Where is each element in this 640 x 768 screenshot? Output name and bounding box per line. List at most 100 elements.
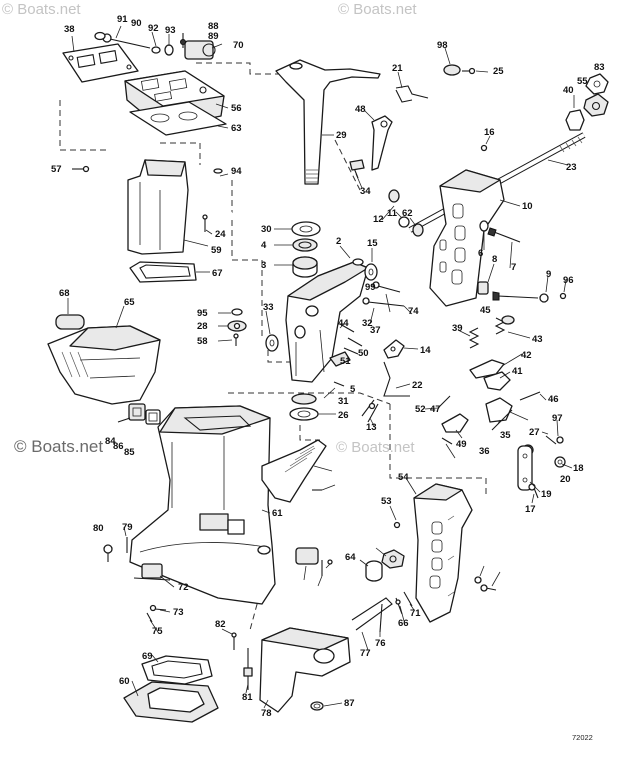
- callout-47: 47: [430, 404, 441, 415]
- callout-33: 33: [263, 302, 274, 313]
- callout-32: 32: [362, 318, 373, 329]
- diagram-code: 72022: [572, 733, 593, 742]
- callout-42: 42: [521, 350, 532, 361]
- stern-bracket-assembly: [362, 132, 586, 307]
- callout-72: 72: [178, 582, 189, 593]
- callout-23: 23: [566, 162, 577, 173]
- callout-3: 3: [261, 260, 266, 271]
- callout-12: 12: [373, 214, 384, 225]
- callout-65: 65: [124, 297, 135, 308]
- callout-19: 19: [541, 489, 552, 500]
- callout-96: 96: [563, 275, 574, 286]
- callout-20: 20: [560, 474, 571, 485]
- callout-6: 6: [478, 248, 483, 259]
- callout-83: 83: [594, 62, 605, 73]
- callout-36: 36: [479, 446, 490, 457]
- callout-55: 55: [577, 76, 588, 87]
- lower-parts: [123, 627, 351, 723]
- callout-66: 66: [398, 618, 409, 629]
- callout-51: 51: [340, 356, 351, 367]
- callout-15: 15: [367, 238, 378, 249]
- callout-87: 87: [344, 698, 355, 709]
- callout-86: 86: [113, 441, 124, 452]
- callout-68: 68: [59, 288, 70, 299]
- callout-44: 44: [338, 318, 349, 329]
- callout-71: 71: [410, 608, 421, 619]
- callout-99: 99: [365, 282, 376, 293]
- callout-40: 40: [563, 85, 574, 96]
- callout-57: 57: [51, 164, 62, 175]
- callout-13: 13: [366, 422, 377, 433]
- callout-73: 73: [173, 607, 184, 618]
- callout-21: 21: [392, 63, 403, 74]
- callout-26: 26: [338, 410, 349, 421]
- callout-54: 54: [398, 472, 409, 483]
- callout-22: 22: [412, 380, 423, 391]
- callout-93: 93: [165, 25, 176, 36]
- callout-56: 56: [231, 103, 242, 114]
- callout-14: 14: [420, 345, 431, 356]
- callout-53: 53: [381, 496, 392, 507]
- callout-85: 85: [124, 447, 135, 458]
- callout-24: 24: [215, 229, 226, 240]
- callout-45: 45: [480, 305, 491, 316]
- watermark-top-right: © Boats.net: [338, 1, 417, 18]
- adapter-plate-assembly: [62, 31, 242, 292]
- callout-46: 46: [548, 394, 559, 405]
- callout-91: 91: [117, 14, 128, 25]
- callout-84: 84: [105, 436, 116, 447]
- callout-48: 48: [355, 104, 366, 115]
- callout-97: 97: [552, 413, 563, 424]
- callout-39: 39: [452, 323, 463, 334]
- callout-79: 79: [122, 522, 133, 533]
- side-cover-plate: [261, 439, 327, 503]
- callout-8: 8: [492, 254, 497, 265]
- callout-67: 67: [212, 268, 223, 279]
- callout-49: 49: [456, 439, 467, 450]
- callout-34: 34: [360, 186, 371, 197]
- lower-cover-assembly: [47, 308, 247, 425]
- callout-62: 62: [402, 208, 413, 219]
- callout-58: 58: [197, 336, 208, 347]
- callout-60: 60: [119, 676, 130, 687]
- callout-38: 38: [64, 24, 75, 35]
- watermark-mid-right: © Boats.net: [336, 439, 415, 456]
- callout-5: 5: [350, 384, 356, 395]
- callout-74: 74: [408, 306, 419, 317]
- callout-2: 2: [336, 236, 341, 247]
- lower-stern-bracket: [351, 483, 497, 633]
- callout-31: 31: [338, 396, 349, 407]
- callout-37: 37: [370, 325, 381, 336]
- callout-16: 16: [484, 127, 495, 138]
- watermark-top-left: © Boats.net: [2, 1, 81, 18]
- callout-92: 92: [148, 23, 159, 34]
- steering-assembly: [265, 59, 476, 423]
- callout-50: 50: [358, 348, 369, 359]
- callout-30: 30: [261, 224, 272, 235]
- callout-17: 17: [525, 504, 536, 515]
- callout-75: 75: [152, 626, 163, 637]
- callout-80: 80: [93, 523, 104, 534]
- watermarks: © Boats.net © Boats.net © Boats.net © Bo…: [2, 1, 417, 456]
- callout-52: 52: [415, 404, 426, 415]
- callout-82: 82: [215, 619, 226, 630]
- callout-9: 9: [546, 269, 551, 280]
- callout-89: 89: [208, 31, 219, 42]
- callout-64: 64: [345, 552, 356, 563]
- assembly-guide-lines: [59, 62, 487, 631]
- callout-94: 94: [231, 166, 242, 177]
- callout-88: 88: [208, 21, 219, 32]
- callout-63: 63: [231, 123, 242, 134]
- callout-76: 76: [375, 638, 386, 649]
- callout-28: 28: [197, 321, 208, 332]
- callout-4: 4: [261, 240, 267, 251]
- watermark-mid-left: © Boats.net: [14, 437, 103, 456]
- callout-11: 11: [387, 208, 398, 219]
- leader-lines: [67, 25, 575, 709]
- callout-70: 70: [233, 40, 244, 51]
- callout-43: 43: [532, 334, 543, 345]
- callout-18: 18: [573, 463, 584, 474]
- callout-78: 78: [261, 708, 272, 719]
- callout-7: 7: [511, 262, 516, 273]
